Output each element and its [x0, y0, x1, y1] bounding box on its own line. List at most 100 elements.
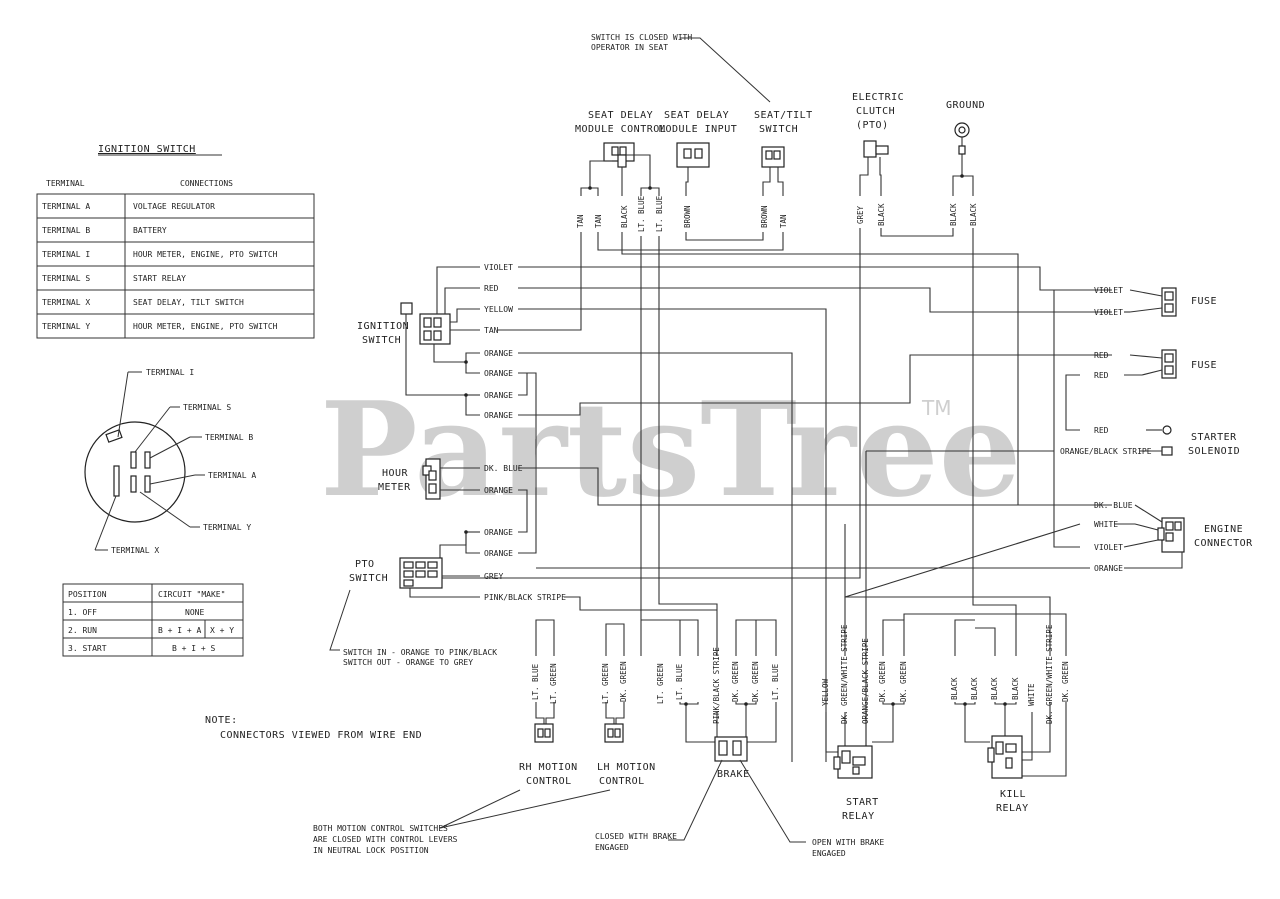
wire-label: ORANGE	[484, 549, 513, 558]
table-cell: B + I + A	[158, 626, 202, 635]
wire-label: YELLOW	[821, 678, 830, 706]
table-cell: TERMINAL I	[42, 250, 90, 259]
wire-label: PINK/BLACK STRIPE	[484, 593, 566, 602]
brake-closed-note: ENGAGED	[595, 843, 629, 852]
table-cell: VOLTAGE REGULATOR	[133, 202, 215, 211]
seat-tilt-label: SWITCH	[759, 124, 798, 135]
wire-label: LT. BLUE	[531, 663, 540, 700]
brake-closed-note: CLOSED WITH BRAKE	[595, 832, 677, 841]
wire-label: DK. GREEN	[751, 661, 760, 702]
wire-label: DK. GREEN	[899, 661, 908, 702]
table-cell: HOUR METER, ENGINE, PTO SWITCH	[133, 250, 278, 259]
wire-label: ORANGE/BLACK STRIPE	[861, 638, 870, 724]
clutch-label: CLUTCH	[856, 106, 895, 117]
kill-relay-label: KILL	[1000, 789, 1026, 800]
ignition-table-header-terminal: TERMINAL	[46, 179, 85, 188]
wire-label: LT. GREEN	[601, 663, 610, 704]
wire-label: RED	[1094, 426, 1109, 435]
table-cell: TERMINAL B	[42, 226, 90, 235]
top-note: SWITCH IS CLOSED WITH	[591, 33, 692, 42]
wire-label: WHITE	[1094, 520, 1118, 529]
wire-label: BLACK	[990, 677, 999, 700]
brake-open-note: ENGAGED	[812, 849, 846, 858]
lh-motion-label: LH MOTION	[597, 762, 656, 773]
wire-label: DK. BLUE	[484, 464, 523, 473]
fuse-1	[1161, 287, 1177, 317]
rh-motion-label: CONTROL	[526, 776, 572, 787]
wire-label: LT. GREEN	[549, 663, 558, 704]
wire-label: BROWN	[683, 205, 692, 228]
brake-open-note: OPEN WITH BRAKE	[812, 838, 884, 847]
table-cell: 2. RUN	[68, 626, 97, 635]
wire-label: DK. GREEN	[731, 661, 740, 702]
table-cell: START RELAY	[133, 274, 186, 283]
pto-switch-connector	[399, 557, 443, 589]
motion-note: ARE CLOSED WITH CONTROL LEVERS	[313, 835, 458, 844]
wire-label: DK. GREEN	[619, 661, 628, 702]
wire-label: BLACK	[1011, 677, 1020, 700]
wire-label: ORANGE	[484, 411, 513, 420]
table-cell: NONE	[185, 608, 204, 617]
wire-label: BLACK	[877, 203, 886, 226]
wire-label: VIOLET	[1094, 543, 1123, 552]
wire-label: YELLOW	[484, 305, 513, 314]
wire-label: LT. BLUE	[675, 663, 684, 700]
ground-label: GROUND	[946, 100, 985, 111]
seat-delay-input-label: MODULE INPUT	[659, 124, 737, 135]
fuse-label: FUSE	[1191, 296, 1217, 307]
start-relay-label: RELAY	[842, 811, 875, 822]
wire-label: VIOLET	[1094, 286, 1123, 295]
wire-label: ORANGE	[484, 528, 513, 537]
wire-label: ORANGE	[484, 369, 513, 378]
switch-face-label: TERMINAL B	[205, 433, 253, 442]
starter-solenoid-terminal	[1146, 425, 1173, 456]
engine-connector	[1157, 517, 1185, 553]
table-cell: TERMINAL A	[42, 202, 90, 211]
wire-label: LT. GREEN	[656, 663, 665, 704]
wire-label: GREY	[484, 572, 503, 581]
wire-label: LT. BLUE	[771, 663, 780, 700]
switch-face-label: TERMINAL S	[183, 403, 231, 412]
seat-delay-input-connector	[676, 142, 710, 168]
ignition-table-header-connections: CONNECTIONS	[180, 179, 233, 188]
note-title: NOTE:	[205, 715, 238, 726]
table-cell: 1. OFF	[68, 608, 97, 617]
bottom-wiring	[535, 596, 1067, 777]
seat-tilt-connector	[761, 146, 785, 168]
motion-note: BOTH MOTION CONTROL SWITCHES	[313, 824, 448, 833]
pto-note: SWITCH IN - ORANGE TO PINK/BLACK	[343, 648, 497, 657]
motion-note: IN NEUTRAL LOCK POSITION	[313, 846, 429, 855]
table-cell: POSITION	[68, 590, 107, 599]
ignition-switch-face: TERMINAL I TERMINAL S TERMINAL B TERMINA…	[84, 368, 256, 555]
wire-label: PINK/BLACK STRIPE	[712, 647, 721, 724]
ignition-table-title: IGNITION SWITCH	[98, 144, 196, 155]
ignition-table: TERMINAL A VOLTAGE REGULATOR TERMINAL B …	[36, 193, 315, 339]
wire-label: LT. BLUE	[637, 195, 646, 232]
wire-label: BROWN	[760, 205, 769, 228]
wire-label: TAN	[484, 326, 499, 335]
table-cell: HOUR METER, ENGINE, PTO SWITCH	[133, 322, 278, 331]
wire-label: LT. BLUE	[655, 195, 664, 232]
seat-tilt-label: SEAT/TILT	[754, 110, 813, 121]
wire-label: DK. BLUE	[1094, 501, 1133, 510]
engine-label: CONNECTOR	[1194, 538, 1253, 549]
start-relay-label: START	[846, 797, 879, 808]
switch-face-label: TERMINAL X	[111, 546, 159, 555]
table-cell: X + Y	[210, 626, 234, 635]
table-cell: SEAT DELAY, TILT SWITCH	[133, 298, 244, 307]
hour-meter-label: METER	[378, 482, 411, 493]
brake-label: BRAKE	[717, 769, 750, 780]
clutch-label: (PTO)	[856, 120, 889, 131]
note-text: CONNECTORS VIEWED FROM WIRE END	[220, 730, 422, 741]
wire-label: BLACK	[950, 677, 959, 700]
lh-motion-connector	[604, 723, 624, 743]
rh-motion-label: RH MOTION	[519, 762, 578, 773]
starter-label: SOLENOID	[1188, 446, 1240, 457]
wire-label: RED	[1094, 351, 1109, 360]
table-cell: TERMINAL X	[42, 298, 90, 307]
pto-label: SWITCH	[349, 573, 388, 584]
clutch-connector	[863, 140, 889, 158]
wire-label: DK. GREEN/WHITE STRIPE	[1045, 624, 1054, 724]
